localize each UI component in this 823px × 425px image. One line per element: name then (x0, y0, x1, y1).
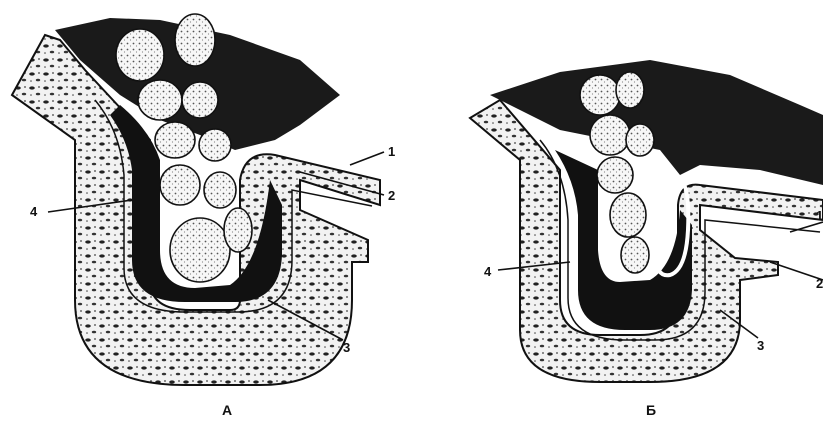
label-2-a: 2 (388, 188, 395, 203)
leader-1-a (350, 152, 384, 165)
caption-b: Б (646, 402, 656, 418)
label-2-b: 2 (816, 276, 823, 291)
label-3-b: 3 (757, 338, 764, 353)
label-1-b: 1 (816, 208, 823, 223)
label-4-b: 4 (484, 264, 492, 279)
label-3-a: 3 (343, 340, 350, 355)
caption-a: А (222, 402, 232, 418)
label-4-a: 4 (30, 204, 38, 219)
figure-a: 1 2 3 4 А (12, 14, 395, 418)
figure-b: 1 2 3 4 Б (470, 60, 823, 418)
label-1-a: 1 (388, 144, 395, 159)
